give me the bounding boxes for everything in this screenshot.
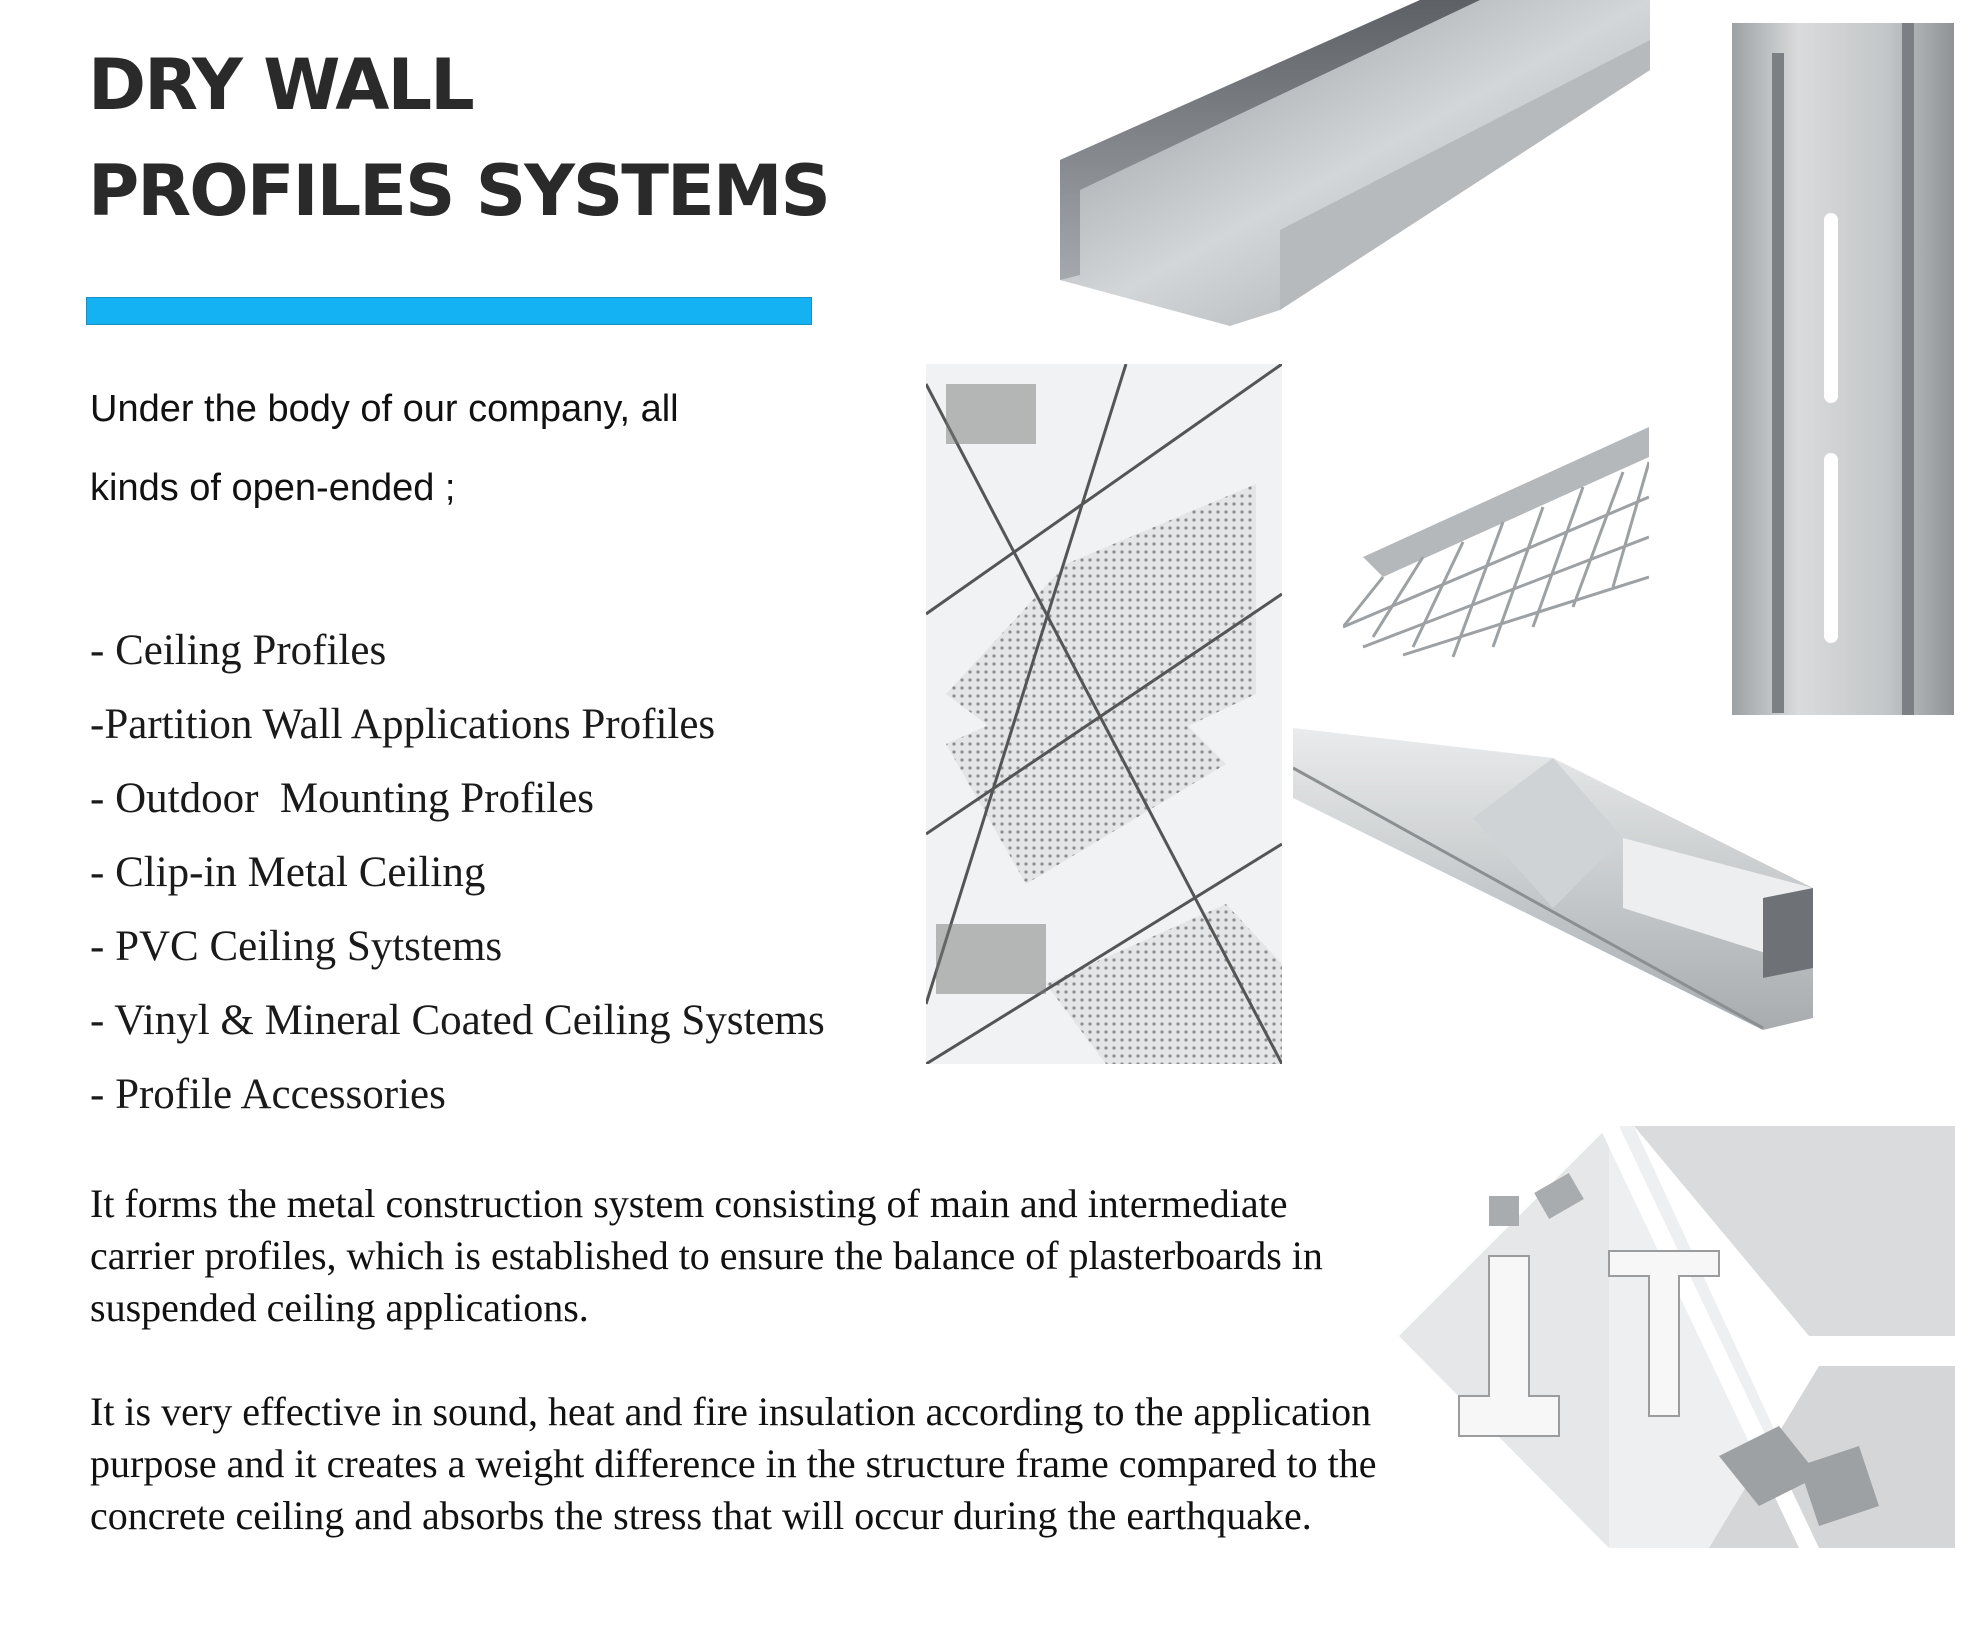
- intro-line-2: kinds of open-ended ;: [90, 467, 456, 509]
- list-item: -Partition Wall Applications Profiles: [90, 701, 716, 748]
- list-item: - Ceiling Profiles: [90, 627, 387, 674]
- list-item: - Vinyl & Mineral Coated Ceiling Systems: [90, 997, 825, 1044]
- description-paragraph-1: It forms the metal construction system c…: [90, 1181, 1323, 1330]
- intro-line-1: Under the body of our company, all: [90, 388, 679, 430]
- corner-bead-mesh-image: [1343, 427, 1649, 658]
- ceiling-tiles-image: [926, 364, 1282, 1064]
- list-item: - Outdoor Mounting Profiles: [90, 775, 595, 822]
- u-channel-profile-image: [1060, 0, 1650, 326]
- list-item: - PVC Ceiling Sytstems: [90, 923, 503, 970]
- page-title-line-1: DRY WALL: [88, 44, 475, 126]
- page-title-line-2: PROFILES SYSTEMS: [88, 150, 831, 232]
- vertical-stud-profile-image: [1732, 23, 1954, 715]
- list-item: - Clip-in Metal Ceiling: [90, 849, 486, 896]
- accent-divider: [86, 297, 812, 325]
- stud-profile-image: [1293, 728, 1813, 1030]
- product-list: - Ceiling Profiles -Partition Wall Appli…: [90, 614, 825, 1132]
- profile-accessories-image: [1399, 1126, 1955, 1548]
- list-item: - Profile Accessories: [90, 1071, 446, 1118]
- description-paragraph-2: It is very effective in sound, heat and …: [90, 1389, 1377, 1538]
